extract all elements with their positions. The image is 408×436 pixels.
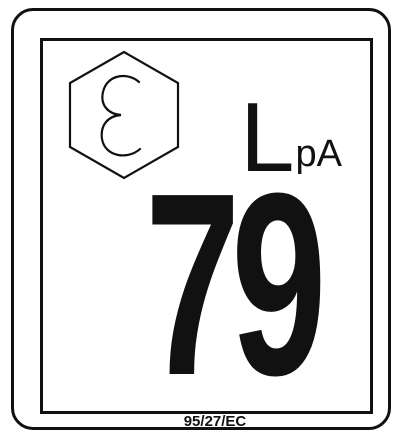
- sound-level-value: 79: [145, 140, 327, 430]
- sound-level-label: L pA: [240, 81, 342, 192]
- measure-sub-text: pA: [295, 133, 342, 175]
- epsilon-hexagon-icon: [68, 50, 180, 180]
- measure-main-text: L: [240, 81, 295, 192]
- inner-panel: [40, 38, 373, 414]
- directive-text: 95/27/EC: [183, 413, 247, 430]
- outer-border: [11, 8, 391, 430]
